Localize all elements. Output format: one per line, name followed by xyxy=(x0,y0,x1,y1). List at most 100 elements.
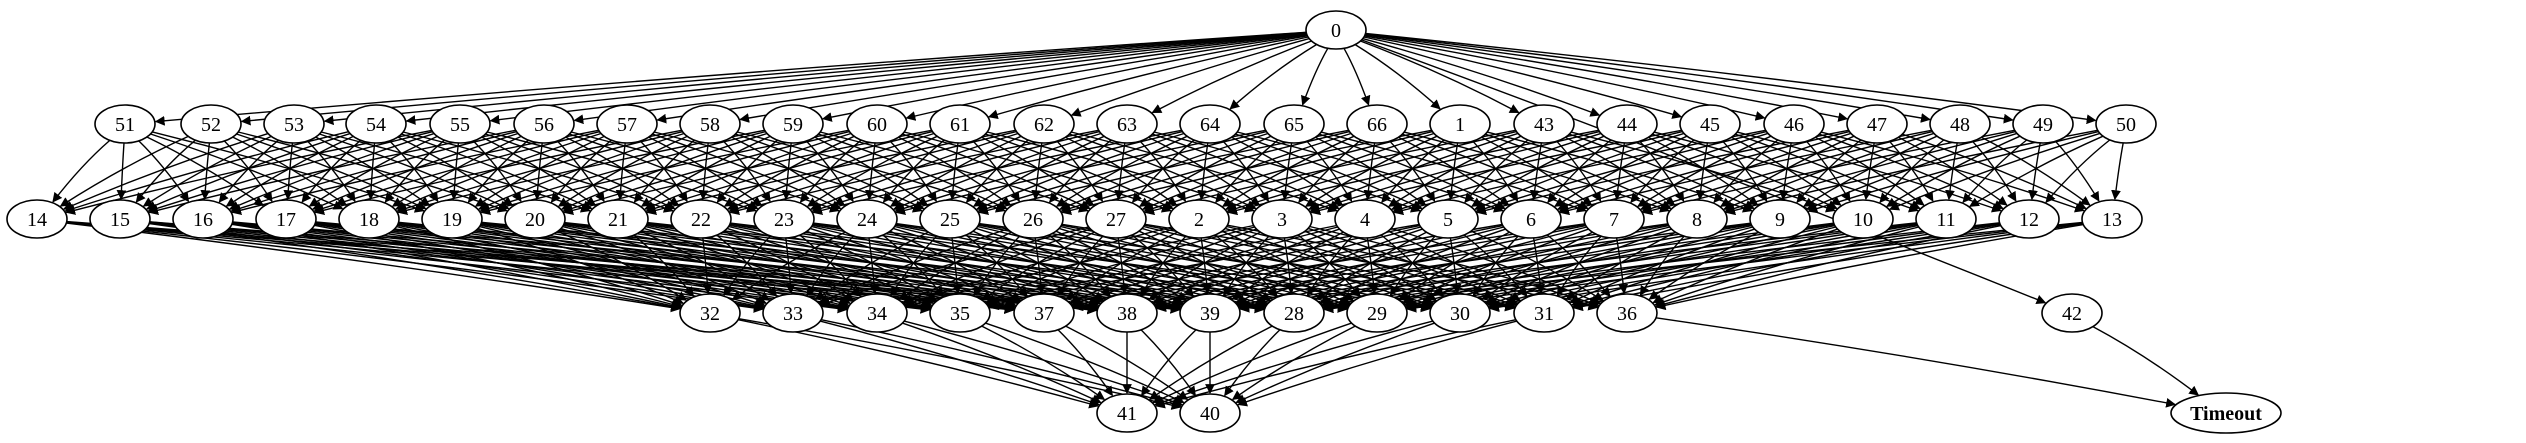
edge-30-to-40 xyxy=(1235,322,1435,404)
node-14-ellipse xyxy=(6,199,68,239)
node-30-label: 30 xyxy=(1450,303,1470,325)
node-16-label: 16 xyxy=(193,209,213,231)
edge-60-to-20 xyxy=(562,130,850,214)
node-26-ellipse xyxy=(1002,199,1064,239)
node-19: 19 xyxy=(421,199,483,239)
edge-0-to-63 xyxy=(1151,40,1312,114)
node-1-label: 1 xyxy=(1455,114,1465,136)
node-27-label: 27 xyxy=(1106,209,1126,231)
edge-27-to-34 xyxy=(902,228,1091,304)
edge-13-to-29 xyxy=(1406,222,2083,313)
node-20-label: 20 xyxy=(525,209,545,231)
node-12-ellipse xyxy=(1998,199,2060,239)
edge-0-to-59 xyxy=(821,34,1308,122)
edge-54-to-14 xyxy=(64,131,349,213)
node-54-ellipse xyxy=(345,104,407,144)
edge-0-to-51 xyxy=(154,31,1307,126)
edge-55-to-19 xyxy=(449,142,460,200)
edge-34-to-40 xyxy=(903,320,1183,407)
node-16-ellipse xyxy=(172,199,234,239)
node-50-ellipse xyxy=(2095,104,2157,144)
node-63: 63 xyxy=(1096,104,1158,144)
node-29-ellipse xyxy=(1346,293,1408,333)
edge-22-to-32 xyxy=(702,237,713,294)
edge-49-to-13 xyxy=(2054,140,2100,202)
node-59-ellipse xyxy=(762,104,824,144)
node-29-label: 29 xyxy=(1367,303,1387,325)
node-12-label: 12 xyxy=(2019,209,2039,231)
node-14-label: 14 xyxy=(27,209,47,231)
node-17: 17 xyxy=(255,199,317,239)
edge-29-to-41 xyxy=(1152,322,1352,404)
node-35-ellipse xyxy=(929,293,991,333)
node-52-label: 52 xyxy=(201,114,221,136)
edge-24-to-32 xyxy=(731,231,846,300)
node-28: 28 xyxy=(1263,293,1325,333)
edge-0-to-55 xyxy=(489,32,1307,125)
node-timeout-label: Timeout xyxy=(2190,403,2262,425)
node-5-ellipse xyxy=(1417,199,1479,239)
node-47: 47 xyxy=(1846,104,1908,144)
node-48-label: 48 xyxy=(1950,114,1970,136)
node-23-ellipse xyxy=(753,199,815,239)
node-26-label: 26 xyxy=(1023,209,1043,231)
edge-50-to-9 xyxy=(1807,130,2099,214)
edge-56-to-16 xyxy=(230,131,517,214)
edge-14-to-32 xyxy=(66,222,681,313)
node-18-label: 18 xyxy=(359,209,379,231)
node-10-ellipse xyxy=(1832,199,1894,239)
node-11: 11 xyxy=(1915,199,1977,239)
edge-0-to-56 xyxy=(573,32,1307,125)
edge-0-to-58 xyxy=(739,33,1307,123)
node-27-ellipse xyxy=(1085,199,1147,239)
node-37-label: 37 xyxy=(1034,303,1054,325)
edge-0-to-49 xyxy=(1365,33,2014,124)
edge-50-to-12 xyxy=(2045,139,2111,204)
node-2: 2 xyxy=(1168,199,1230,239)
edge-0-to-62 xyxy=(1070,37,1310,117)
node-32-label: 32 xyxy=(700,303,720,325)
node-37-ellipse xyxy=(1013,293,1075,333)
edge-28-to-41 xyxy=(1148,325,1273,400)
node-1: 1 xyxy=(1429,104,1491,144)
node-9: 9 xyxy=(1749,199,1811,239)
node-66-label: 66 xyxy=(1367,114,1387,136)
node-13: 13 xyxy=(2081,199,2143,239)
node-41-label: 41 xyxy=(1117,403,1137,425)
node-46-label: 46 xyxy=(1784,114,1804,136)
node-36-ellipse xyxy=(1596,293,1658,333)
node-63-ellipse xyxy=(1096,104,1158,144)
node-45-ellipse xyxy=(1679,104,1741,144)
edges-layer xyxy=(52,31,2200,410)
node-8-ellipse xyxy=(1666,199,1728,239)
edge-11-to-39 xyxy=(1239,222,1917,313)
edge-53-to-14 xyxy=(62,132,269,211)
node-59: 59 xyxy=(762,104,824,144)
node-24: 24 xyxy=(836,199,898,239)
edge-52-to-14 xyxy=(59,135,189,207)
node-55: 55 xyxy=(429,104,491,144)
node-20-ellipse xyxy=(504,199,566,239)
node-37: 37 xyxy=(1013,293,1075,333)
edge-59-to-19 xyxy=(479,131,766,214)
node-35: 35 xyxy=(929,293,991,333)
node-44: 44 xyxy=(1596,104,1658,144)
node-15-ellipse xyxy=(89,199,151,239)
node-43-ellipse xyxy=(1513,104,1575,144)
node-36-label: 36 xyxy=(1617,303,1637,325)
node-51-ellipse xyxy=(94,104,156,144)
edge-46-to-5 xyxy=(1475,130,1767,214)
node-53-ellipse xyxy=(263,104,325,144)
node-23-label: 23 xyxy=(774,209,794,231)
node-10: 10 xyxy=(1832,199,1894,239)
node-53: 53 xyxy=(263,104,325,144)
edge-34-to-41 xyxy=(902,322,1102,404)
node-40-ellipse xyxy=(1179,393,1241,433)
edge-59-to-26 xyxy=(818,133,1008,210)
node-5-label: 5 xyxy=(1443,209,1453,231)
edge-47-to-6 xyxy=(1558,130,1850,214)
edge-48-to-10 xyxy=(1879,139,1945,204)
node-48: 48 xyxy=(1929,104,1991,144)
node-65: 65 xyxy=(1263,104,1325,144)
node-48-ellipse xyxy=(1929,104,1991,144)
